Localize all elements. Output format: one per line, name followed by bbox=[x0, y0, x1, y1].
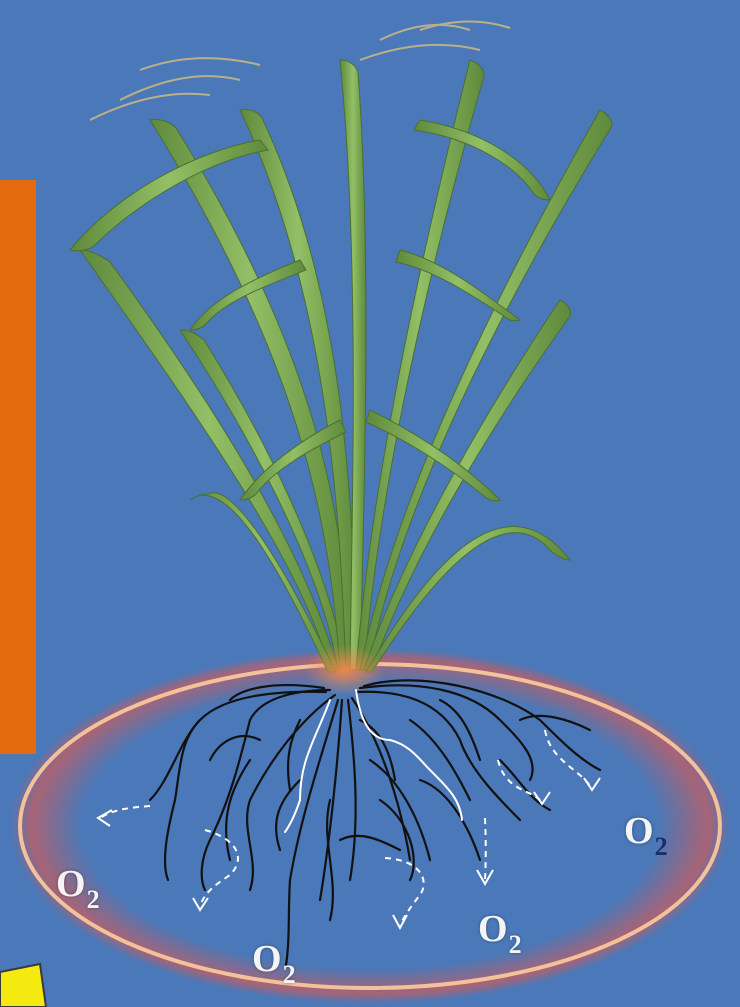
o2-label-right: O2 bbox=[624, 812, 668, 850]
o2-label-left: O2 bbox=[56, 865, 100, 903]
root-zone-glow bbox=[10, 648, 730, 1004]
side-panel bbox=[0, 180, 36, 754]
o2-element: O bbox=[624, 810, 654, 852]
plant-leaves bbox=[70, 60, 612, 672]
o2-element: O bbox=[252, 938, 282, 980]
o2-element: O bbox=[56, 863, 86, 905]
o2-subscript: 2 bbox=[655, 832, 668, 861]
o2-element: O bbox=[478, 908, 508, 950]
callout-box bbox=[0, 964, 46, 1007]
o2-subscript: 2 bbox=[509, 930, 522, 959]
o2-subscript: 2 bbox=[283, 960, 296, 989]
o2-label-bottom: O2 bbox=[252, 940, 296, 978]
o2-label-lower-right: O2 bbox=[478, 910, 522, 948]
plant-base-glow bbox=[305, 644, 385, 696]
seed-panicles bbox=[90, 21, 510, 120]
o2-subscript: 2 bbox=[87, 885, 100, 914]
